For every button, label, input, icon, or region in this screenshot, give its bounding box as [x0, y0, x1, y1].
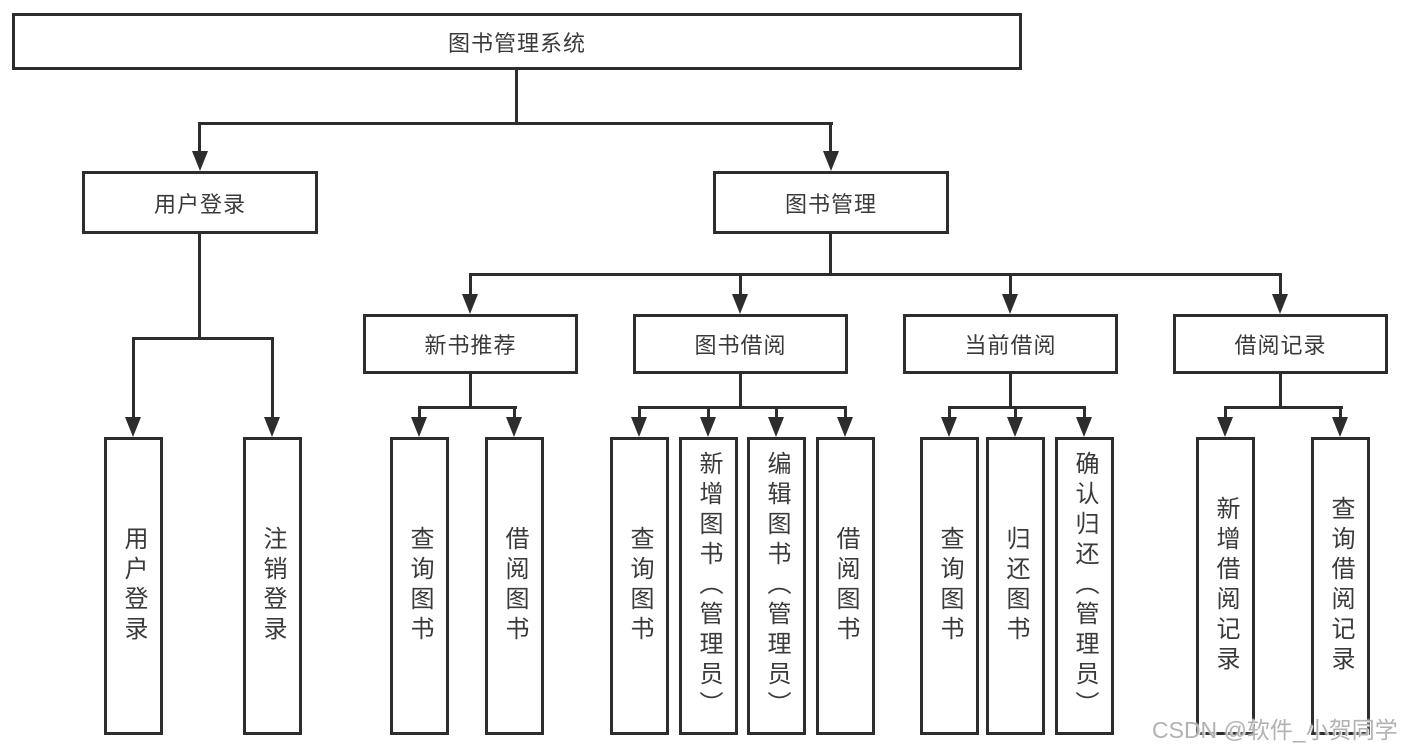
connector-line [418, 406, 517, 409]
leaf-label: 查询图书 [406, 526, 433, 646]
node-book-management: 图书管理 [713, 171, 949, 234]
leaf-label: 借阅图书 [832, 526, 859, 646]
arrow-down-icon [1076, 417, 1092, 437]
leaf-user-login: 用户登录 [104, 437, 163, 735]
connector-line [638, 406, 847, 409]
leaf-cb-return-books: 归还图书 [986, 437, 1045, 735]
connector-line [739, 273, 742, 297]
connector-line [1224, 406, 1227, 420]
leaf-bb-query-books: 查询图书 [610, 437, 669, 735]
node-label: 图书管理 [784, 191, 877, 217]
connector-line [775, 406, 778, 420]
connector-line [844, 406, 847, 420]
leaf-cb-query-books: 查询图书 [920, 437, 979, 735]
leaf-label: 新增图书（管理员） [695, 451, 722, 721]
node-label: 借阅记录 [1234, 333, 1327, 358]
connector-line [469, 273, 1282, 276]
node-user-login: 用户登录 [82, 171, 318, 234]
node-book-borrow: 图书借阅 [633, 314, 848, 374]
connector-line [1279, 273, 1282, 297]
connector-line [1009, 374, 1012, 409]
leaf-label: 编辑图书（管理员） [763, 451, 790, 721]
connector-line [638, 406, 641, 420]
arrow-down-icon [1272, 294, 1288, 314]
connector-line [513, 406, 516, 420]
connector-line [469, 374, 472, 409]
leaf-bb-edit-books-admin: 编辑图书（管理员） [747, 437, 806, 735]
connector-line [739, 374, 742, 409]
arrow-down-icon [1332, 417, 1348, 437]
connector-line [418, 406, 421, 420]
watermark: CSDN @软件_小贺同学 [1152, 717, 1398, 743]
connector-line [132, 337, 135, 418]
arrow-down-icon [411, 417, 427, 437]
connector-line [271, 337, 274, 418]
node-label: 用户登录 [153, 191, 246, 217]
connector-line [829, 122, 832, 153]
arrow-down-icon [1002, 294, 1018, 314]
leaf-bb-borrow-books: 借阅图书 [816, 437, 875, 735]
connector-line [1009, 273, 1012, 297]
arrow-down-icon [1217, 417, 1233, 437]
arrow-down-icon [462, 294, 478, 314]
node-label: 图书借阅 [694, 333, 787, 358]
arrow-down-icon [700, 417, 716, 437]
connector-line [198, 122, 833, 125]
leaf-label: 借阅图书 [501, 526, 528, 646]
leaf-cb-confirm-return-admin: 确认归还（管理员） [1055, 437, 1114, 735]
node-new-book-recommend: 新书推荐 [363, 314, 578, 374]
leaf-rec-add-record: 新增借阅记录 [1196, 437, 1255, 735]
connector-line [469, 273, 472, 297]
leaf-label: 用户登录 [120, 526, 147, 646]
leaf-nb-query-books: 查询图书 [390, 437, 449, 735]
connector-line [198, 234, 201, 340]
arrow-down-icon [823, 151, 839, 171]
arrow-down-icon [1007, 417, 1023, 437]
connector-line [132, 337, 274, 340]
leaf-rec-query-record: 查询借阅记录 [1311, 437, 1370, 735]
connector-line [1014, 406, 1017, 420]
connector-line [948, 406, 1086, 409]
arrow-down-icon [837, 417, 853, 437]
connector-line [1224, 406, 1343, 409]
arrow-down-icon [506, 417, 522, 437]
node-label: 新书推荐 [424, 333, 517, 358]
arrow-down-icon [192, 151, 208, 171]
connector-line [707, 406, 710, 420]
arrow-down-icon [768, 417, 784, 437]
arrow-down-icon [125, 417, 141, 437]
node-borrow-records: 借阅记录 [1173, 314, 1388, 374]
leaf-nb-borrow-books: 借阅图书 [485, 437, 544, 735]
node-current-borrow: 当前借阅 [903, 314, 1118, 374]
arrow-down-icon [941, 417, 957, 437]
leaf-label: 注销登录 [259, 526, 286, 646]
connector-line [948, 406, 951, 420]
connector-line [1083, 406, 1086, 420]
connector-line [1279, 374, 1282, 409]
leaf-label: 查询借阅记录 [1327, 496, 1354, 676]
leaf-label: 查询图书 [936, 526, 963, 646]
leaf-label: 查询图书 [626, 526, 653, 646]
leaf-label: 归还图书 [1002, 526, 1029, 646]
arrow-down-icon [732, 294, 748, 314]
connector-line [1339, 406, 1342, 420]
node-label: 当前借阅 [964, 333, 1057, 358]
connector-line [829, 234, 832, 276]
connector-line [515, 70, 518, 125]
arrow-down-icon [264, 417, 280, 437]
node-label: 图书管理系统 [447, 30, 586, 56]
connector-line [198, 122, 201, 153]
leaf-label: 新增借阅记录 [1212, 496, 1239, 676]
leaf-label: 确认归还（管理员） [1071, 451, 1098, 721]
arrow-down-icon [631, 417, 647, 437]
leaf-logout: 注销登录 [243, 437, 302, 735]
leaf-bb-add-books-admin: 新增图书（管理员） [679, 437, 738, 735]
node-library-system: 图书管理系统 [12, 13, 1022, 70]
